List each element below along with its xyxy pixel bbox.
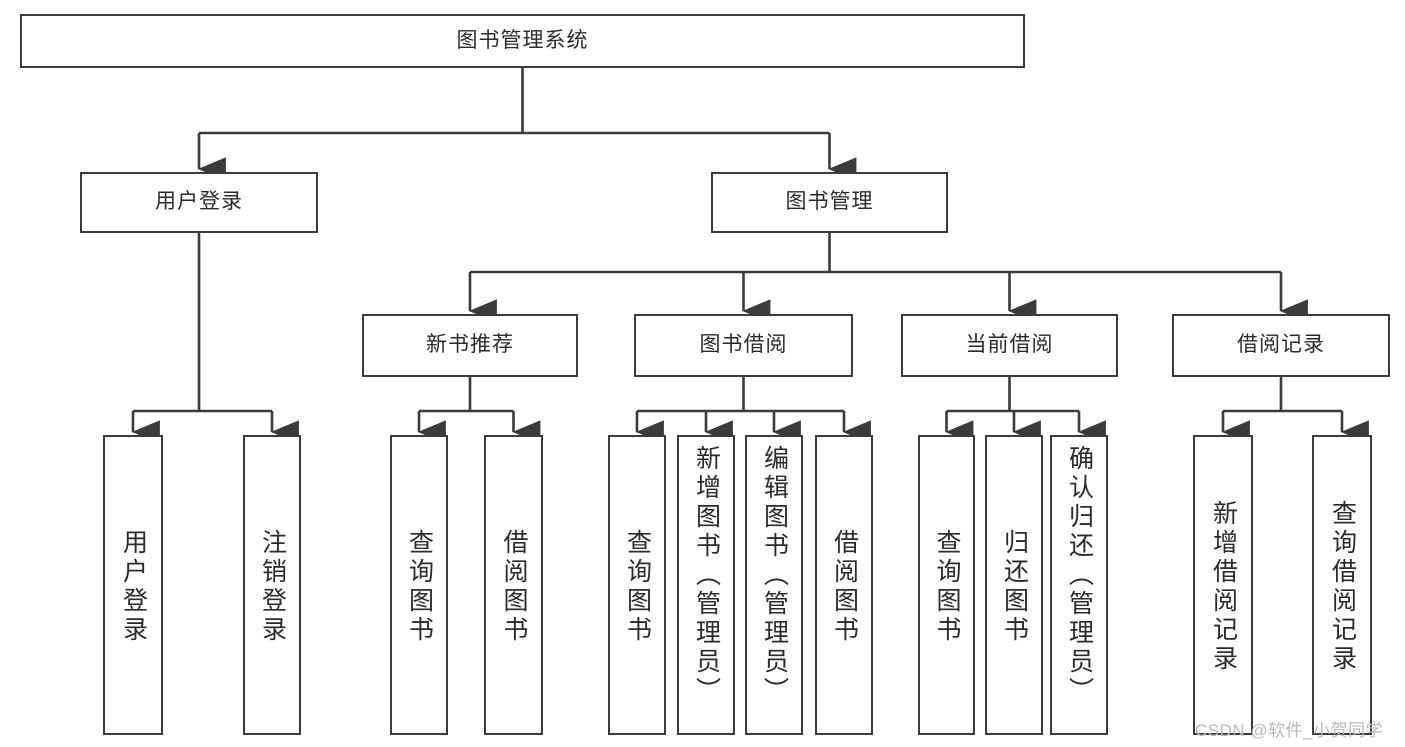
node-label: 借阅图书: [830, 529, 859, 645]
node-label: 查询借阅记录: [1328, 500, 1357, 674]
node-l2-login[interactable]: 用户登录: [80, 172, 318, 233]
node-leaf-user-login[interactable]: 用户登录: [103, 435, 163, 735]
node-leaf-user-logout[interactable]: 注销登录: [243, 435, 301, 735]
node-label: 新增借阅记录: [1209, 500, 1238, 674]
node-label: 编辑图书（管理员）: [760, 445, 789, 706]
node-l3-new[interactable]: 新书推荐: [362, 314, 578, 377]
node-leaf-rec-add[interactable]: 新增借阅记录: [1193, 435, 1253, 735]
node-leaf-brw-query[interactable]: 查询图书: [608, 435, 666, 735]
node-label: 用户登录: [119, 529, 148, 645]
node-l3-borrow[interactable]: 图书借阅: [634, 314, 853, 377]
node-label: 查询图书: [933, 529, 961, 645]
node-leaf-cur-query[interactable]: 查询图书: [918, 435, 975, 735]
node-leaf-rec-query[interactable]: 查询借阅记录: [1312, 435, 1372, 735]
node-label: 当前借阅: [965, 333, 1054, 357]
node-label: 新书推荐: [426, 333, 514, 357]
node-label: 查询图书: [405, 529, 434, 645]
node-leaf-brw-edit[interactable]: 编辑图书（管理员）: [745, 435, 803, 735]
node-l2-book[interactable]: 图书管理: [711, 172, 948, 233]
node-l3-current[interactable]: 当前借阅: [901, 314, 1118, 377]
node-label: 归还图书: [1000, 529, 1029, 645]
node-l3-record[interactable]: 借阅记录: [1172, 314, 1390, 377]
node-label: 注销登录: [258, 529, 287, 645]
node-label: 借阅图书: [500, 529, 528, 645]
node-leaf-brw-add[interactable]: 新增图书（管理员）: [677, 435, 735, 735]
node-label: 图书管理系统: [456, 28, 589, 52]
node-label: 查询图书: [623, 529, 652, 645]
node-leaf-new-borrow[interactable]: 借阅图书: [484, 435, 543, 735]
node-leaf-cur-return[interactable]: 归还图书: [985, 435, 1043, 735]
node-label: 用户登录: [155, 190, 243, 214]
node-label: 确认归还（管理员）: [1065, 445, 1094, 706]
node-root[interactable]: 图书管理系统: [20, 14, 1025, 68]
watermark: CSDN @软件_小贺同学: [1195, 721, 1384, 740]
node-label: 图书借阅: [699, 333, 788, 357]
node-label: 借阅记录: [1237, 333, 1325, 357]
node-label: 新增图书（管理员）: [692, 445, 721, 706]
node-leaf-cur-confirm[interactable]: 确认归还（管理员）: [1050, 435, 1108, 735]
node-leaf-brw-borrow[interactable]: 借阅图书: [815, 435, 873, 735]
node-label: 图书管理: [785, 190, 874, 214]
node-leaf-new-query[interactable]: 查询图书: [390, 435, 448, 735]
